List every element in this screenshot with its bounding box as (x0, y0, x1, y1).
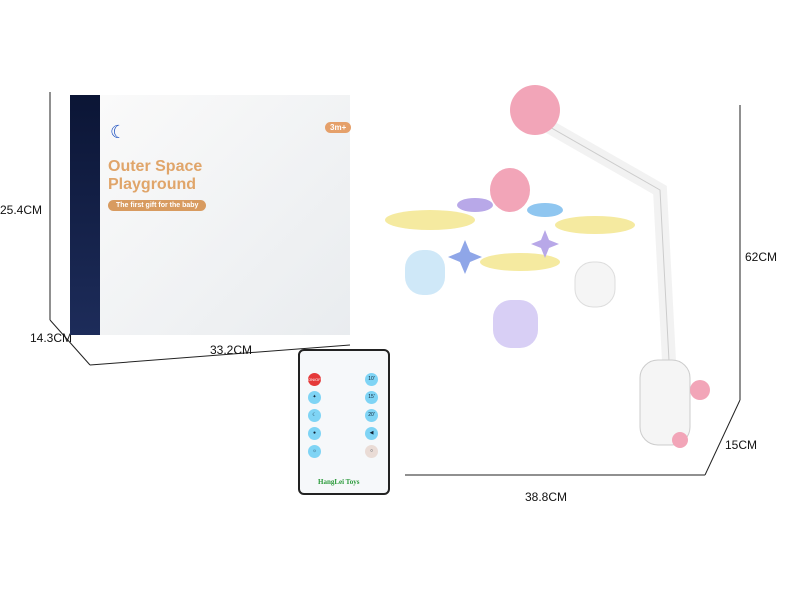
box-depth-label: 14.3CM (30, 331, 73, 345)
moon-icon: ☾ (308, 409, 321, 422)
box-side (70, 95, 102, 335)
sun-icon: ☼ (308, 445, 321, 458)
box-height-label: 25.4CM (0, 203, 43, 217)
timer-20-button: 20' (365, 409, 378, 422)
product-depth-label: 15CM (725, 438, 758, 452)
age-badge: 3m+ (325, 122, 352, 133)
box-width-label: 33.2CM (210, 343, 253, 357)
mobile-toy (385, 85, 710, 448)
brand-logo-icon: ☾ (110, 122, 127, 142)
speaker-icon: ◀ (365, 427, 378, 440)
remote-brand: HangLei Toys (318, 478, 360, 486)
box-title-line2: Playground (108, 176, 197, 193)
drop-icon: ● (308, 427, 321, 440)
product-width-label: 38.8CM (525, 490, 568, 504)
box-title-line1: Outer Space (108, 158, 203, 175)
light-icon: ✦ (308, 391, 321, 404)
box-tagline: The first gift for the baby (108, 200, 207, 211)
box-front (100, 95, 350, 335)
product-height-label: 62CM (745, 250, 778, 264)
timer-15-button: 15' (365, 391, 378, 404)
cycle-icon: ○ (365, 445, 378, 458)
timer-10-button: 10' (365, 373, 378, 386)
remote-control: ON/OFF ✦ ☾ ● ☼ 10' 15' 20' ◀ ○ (298, 349, 390, 495)
on-off-button: ON/OFF (308, 373, 323, 386)
